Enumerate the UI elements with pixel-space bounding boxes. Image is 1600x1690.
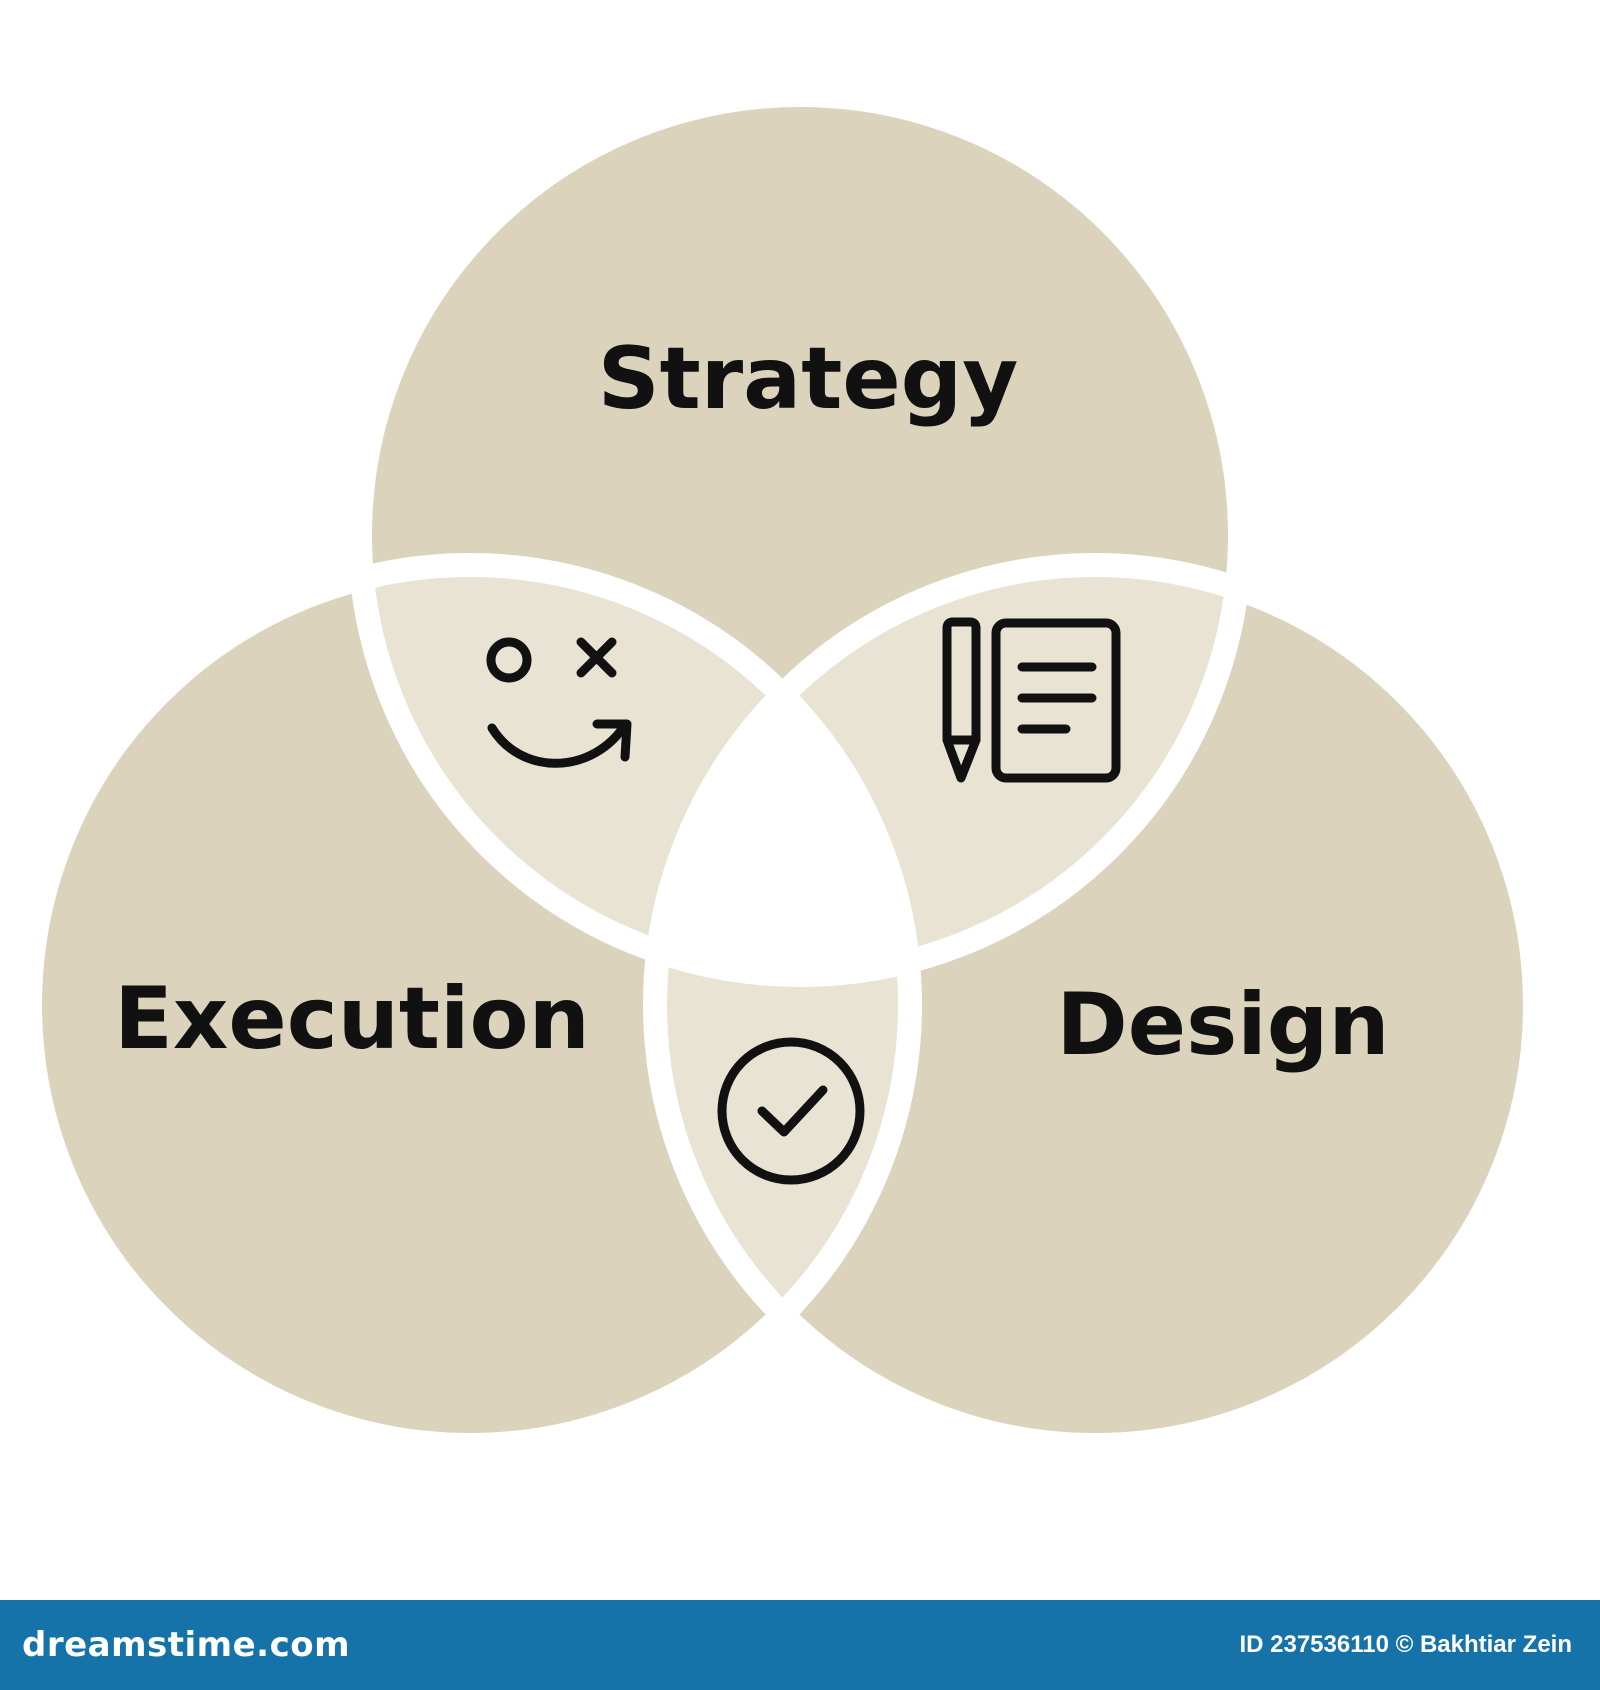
footer-credit: ID 237536110 © Bakhtiar Zein: [1239, 1631, 1572, 1658]
design-outline: [643, 553, 1547, 1457]
strategy-design-overlap: [655, 565, 1240, 975]
footer-bar: dreamstime.com ID 237536110 © Bakhtiar Z…: [0, 1600, 1600, 1690]
venn-diagram: Strategy Execution Design: [18, 83, 1547, 1457]
venn-separators: [18, 83, 1547, 1457]
execution-outline: [18, 553, 922, 1457]
footer-brand[interactable]: dreamstime.com: [22, 1625, 351, 1665]
notepad-pencil-icon: [942, 617, 1121, 783]
design-label: Design: [1056, 975, 1389, 1075]
strategy-plan-icon: [486, 637, 632, 768]
strategy-label: Strategy: [598, 329, 1019, 429]
check-circle-icon: [717, 1037, 865, 1185]
strategy-outline: [348, 83, 1252, 987]
execution-label: Execution: [114, 969, 590, 1069]
strategy-execution-overlap: [360, 565, 910, 975]
